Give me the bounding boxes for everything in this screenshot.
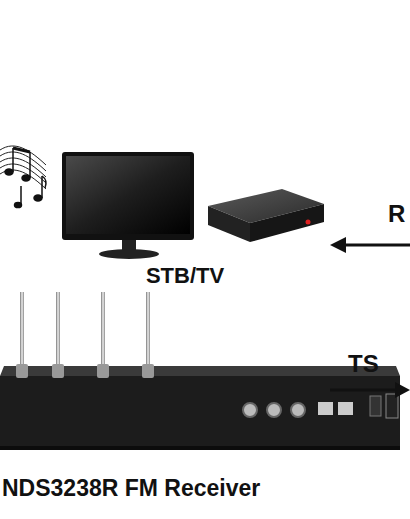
device-caption: NDS3238R FM Receiver xyxy=(2,475,260,502)
tv-monitor xyxy=(62,152,194,259)
signal-label: R xyxy=(388,200,405,228)
music-notes xyxy=(0,146,46,189)
rf-arrow xyxy=(330,237,410,253)
device-group: NDS3238R FM Receiver xyxy=(0,285,405,510)
set-top-box xyxy=(208,189,324,242)
receiver-rack xyxy=(0,292,400,450)
signal-label: TS xyxy=(348,350,379,378)
music-note-heads xyxy=(5,148,46,208)
device-group: STB/TV xyxy=(60,145,310,290)
ts-arrow xyxy=(330,382,410,398)
device-caption: STB/TV xyxy=(146,263,224,289)
